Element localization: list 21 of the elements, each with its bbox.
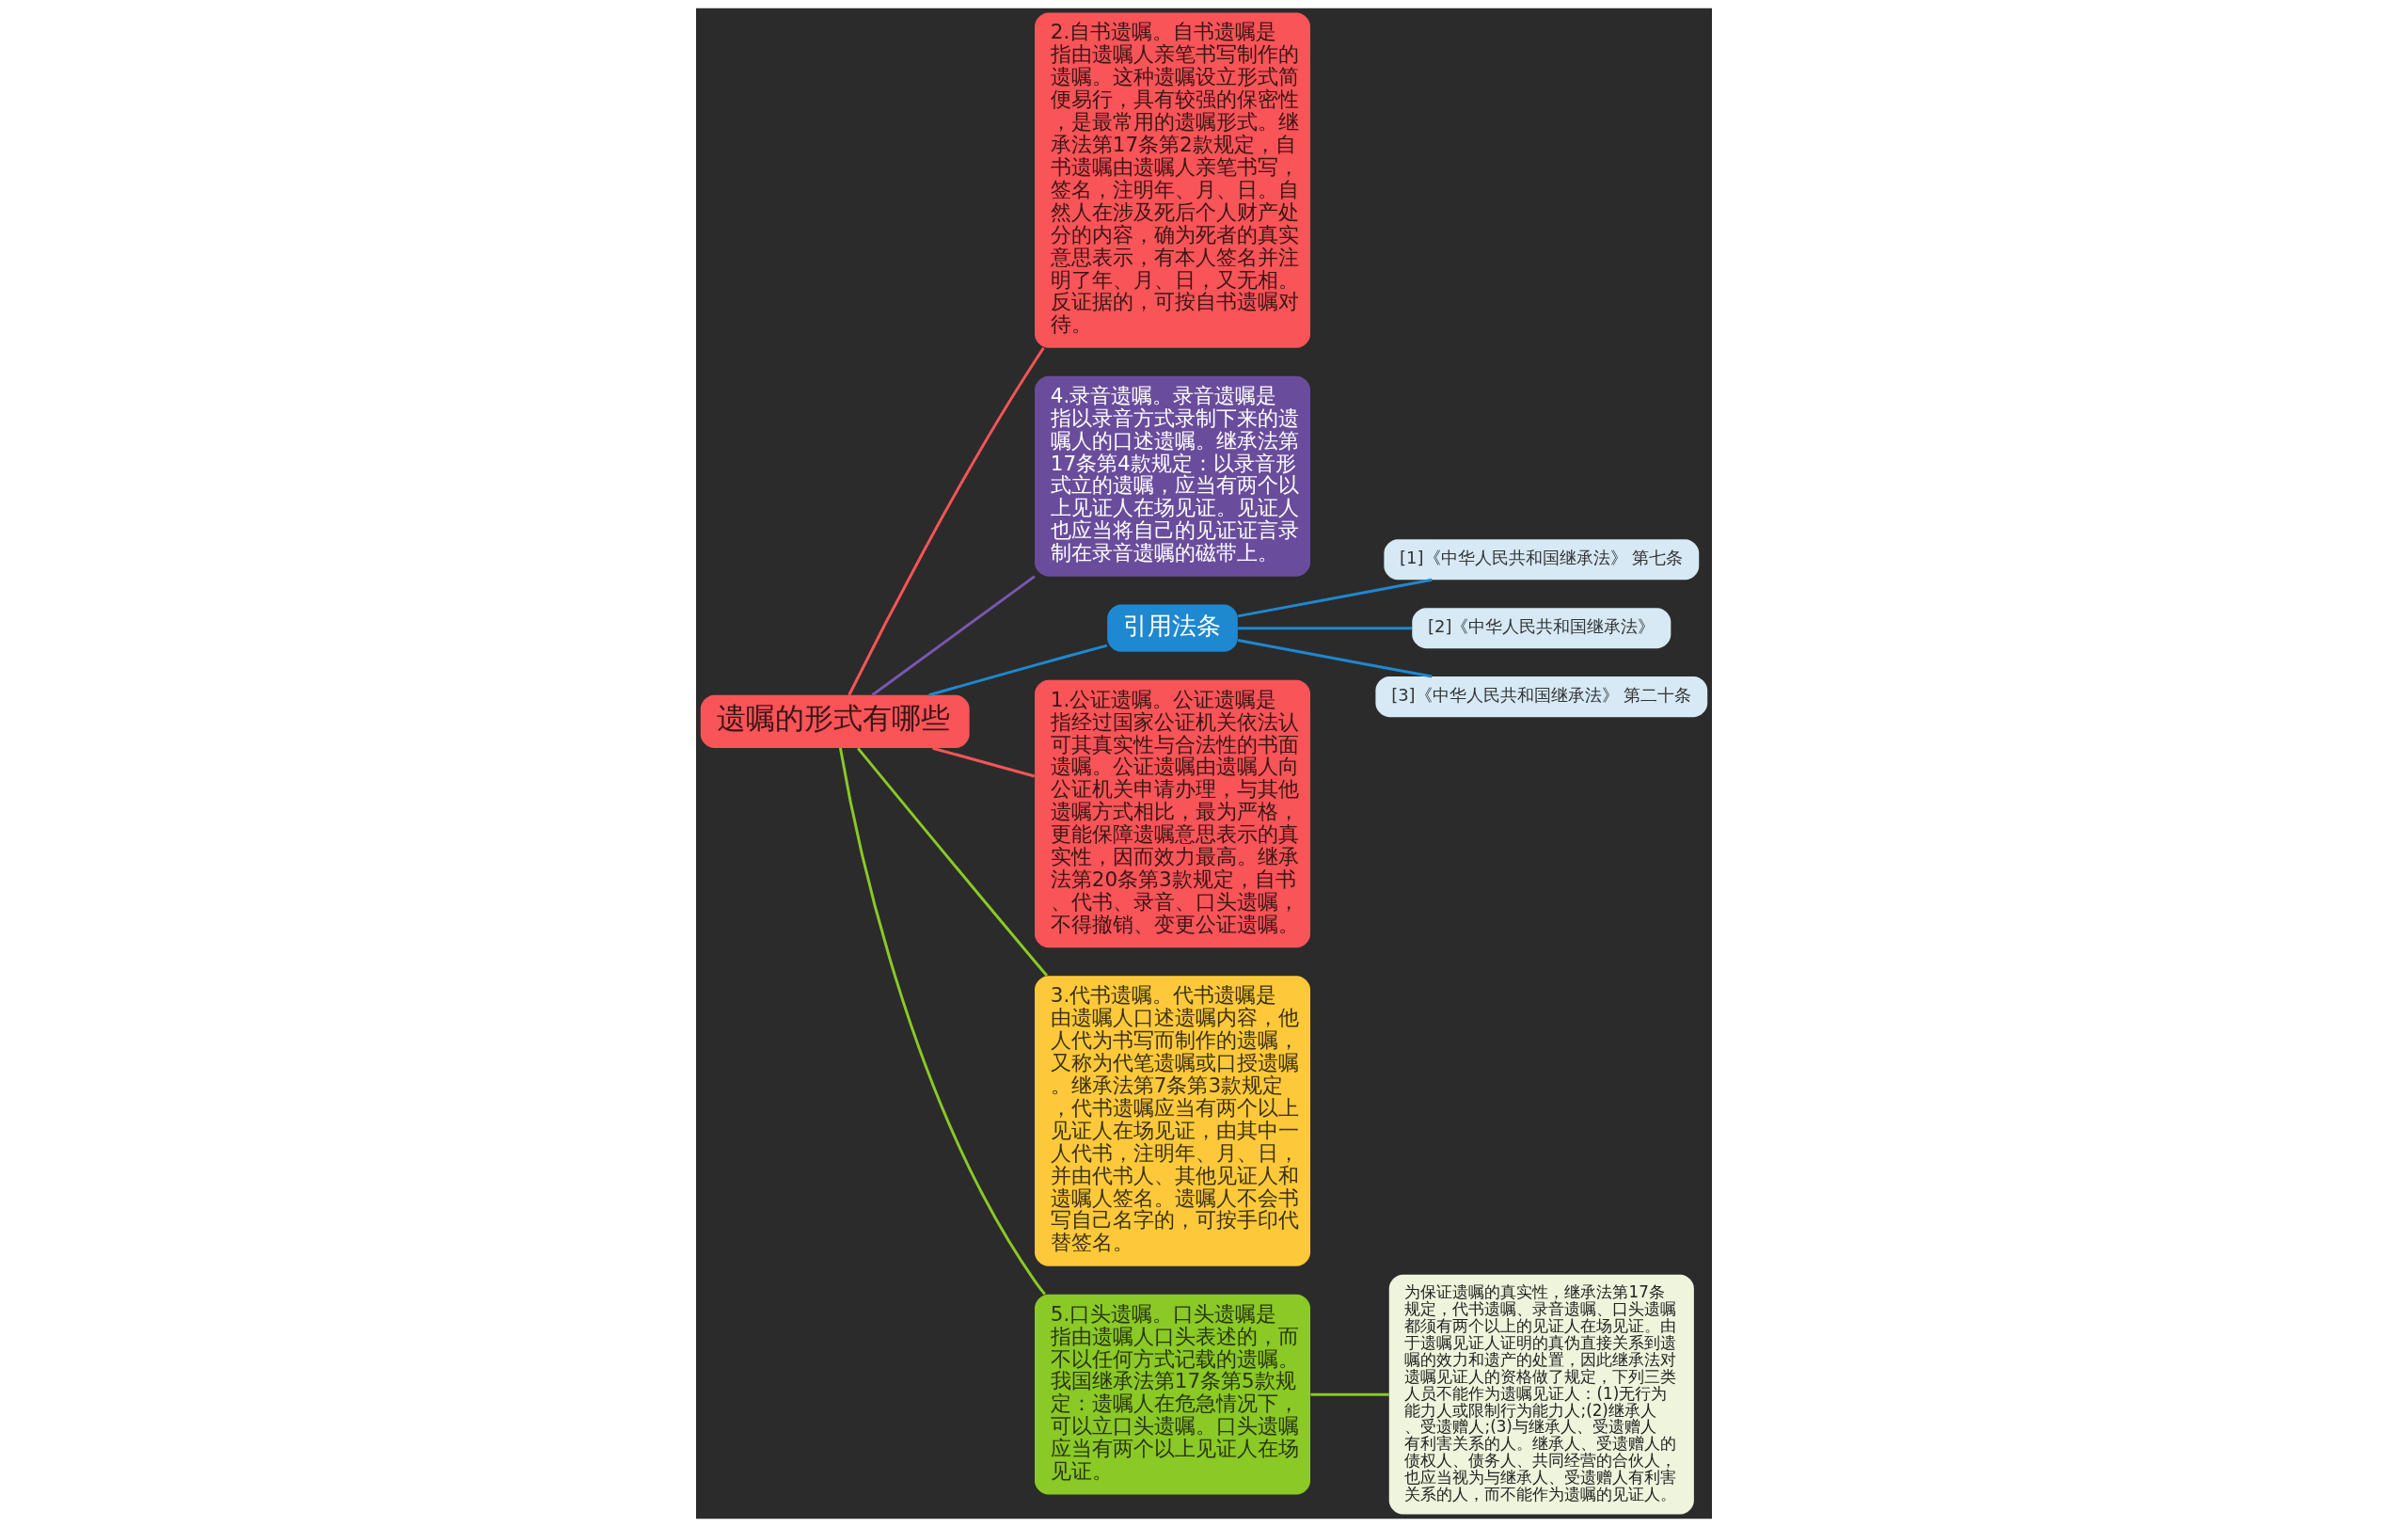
connector — [1310, 1392, 1389, 1396]
node-box: 3.代书遗嘱。代书遗嘱是由遗嘱人口述遗嘱内容，他人代为书写而制作的遗嘱，又称为代笔遗嘱或口授遗嘱。继承法第7条第3款规定，代书遗嘱应当有两个以上见证人在场见证，由其中一人代书，注明年、月、日，并由代书人、其他见证人和遗嘱人签名。遗嘱人不会书写自己名字的，可按手印代替签名。 — [1035, 976, 1310, 1266]
connector — [928, 644, 1108, 697]
node-box: 4.录音遗嘱。录音遗嘱是指以录音方式录制下来的遗嘱人的口述遗嘱。继承法第17条第4款规定：以录音形式立的遗嘱，应当有两个以上见证人在场见证。见证人也应当将自己的见证证言录制在录音遗嘱的磁带上。 — [1035, 375, 1310, 577]
connector — [1237, 639, 1433, 678]
node-box: 引用法条 — [1107, 604, 1238, 652]
node-box: [2]《中华人民共和国继承法》 — [1412, 608, 1671, 649]
connector — [848, 347, 1045, 696]
node-box: [3]《中华人民共和国继承法》 第二十条 — [1375, 676, 1708, 718]
node-box: 遗嘱的形式有哪些 — [700, 694, 970, 749]
node-box: 为保证遗嘱的真实性，继承法第17条规定，代书遗嘱、录音遗嘱、口头遗嘱都须有两个以上的见证人在场见证。由于遗嘱见证人证明的真伪直接关系到遗嘱的效力和遗产的处置，因此继承法对遗嘱见证人的资格做了规定，下列三类人员不能作为遗嘱见证人：(1)无行为能力人或限制行为能力人;(2)继承人、受遗赠人;(3)与继承人、受遗赠人有利害关系的人。继承人、受遗赠人的债权人、债务人、共同经营的合伙人，也应当视为与继承人、受遗赠人有利害关系的人，而不能作为遗嘱的见证人。 — [1388, 1274, 1694, 1515]
connector — [857, 747, 1049, 977]
connector — [1237, 578, 1433, 618]
connector — [932, 746, 1036, 778]
node-box: 5.口头遗嘱。口头遗嘱是指由遗嘱人口头表述的，而不以任何方式记载的遗嘱。我国继承法第17条第5款规定：遗嘱人在危急情况下，可以立口头遗嘱。口头遗嘱应当有两个以上见证人在场见证。 — [1035, 1294, 1310, 1495]
node-box: 2.自书遗嘱。自书遗嘱是指由遗嘱人亲笔书写制作的遗嘱。这种遗嘱设立形式简便易行，具有较强的保密性，是最常用的遗嘱形式。继承法第17条第2款规定，自书遗嘱由遗嘱人亲笔书写，签名，注明年、月、日。自然人在涉及死后个人财产处分的内容，确为死者的真实意思表示，有本人签名并注明了年、月、日，又无相。反证据的，可按自书遗嘱对待。 — [1035, 12, 1310, 348]
node-box: [1]《中华人民共和国继承法》 第七条 — [1384, 539, 1700, 581]
connector — [838, 747, 1046, 1296]
node-box: 1.公证遗嘱。公证遗嘱是指经过国家公证机关依法认可其真实性与合法性的书面遗嘱。公证遗嘱由遗嘱人向公证机关申请办理，与其他遗嘱方式相比，最为严格，更能保障遗嘱意思表示的真实性，因而效力最高。继承法第20条第3款规定，自书、代书、录音、口头遗嘱，不得撤销、变更公证遗嘱。 — [1035, 679, 1310, 948]
connector — [1238, 627, 1412, 630]
connector — [871, 575, 1036, 696]
